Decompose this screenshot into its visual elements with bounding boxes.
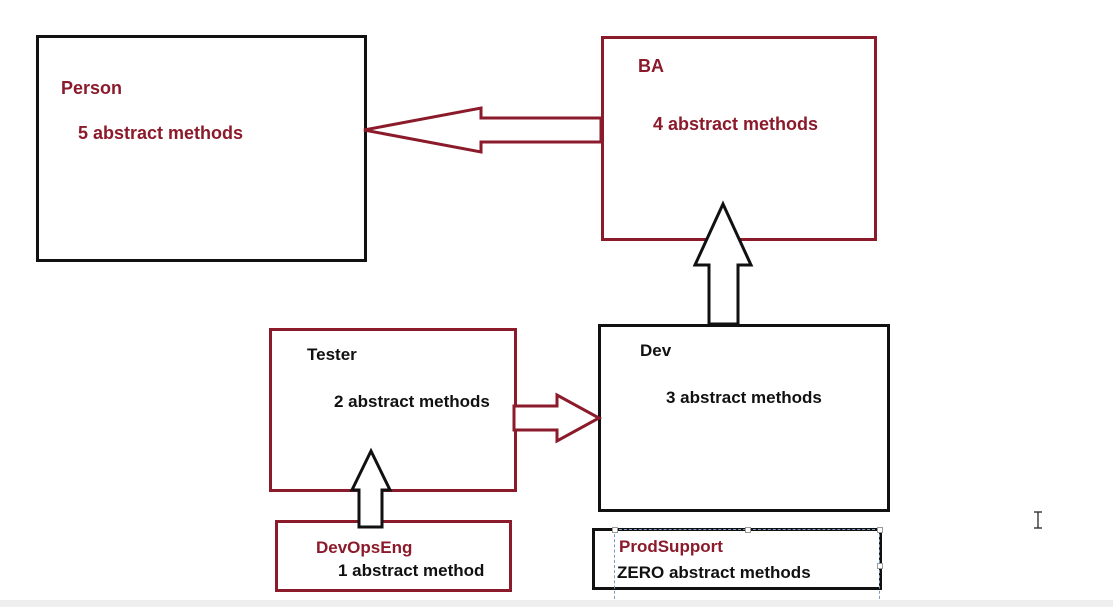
arrow-tester-to-dev-icon (512, 392, 603, 444)
selection-handle-top-middle[interactable] (745, 527, 751, 533)
devopseng-class-box[interactable] (275, 520, 512, 592)
selection-handle-top-right[interactable] (877, 527, 883, 533)
dev-methods-count: 3 abstract methods (666, 388, 822, 407)
selection-handle-middle-right[interactable] (877, 563, 883, 569)
text-cursor-icon (1034, 511, 1042, 529)
arrow-ba-to-person-icon (363, 106, 603, 154)
devopseng-methods-count: 1 abstract method (338, 561, 485, 580)
devopseng-class-name: DevOpsEng (316, 538, 413, 557)
person-methods-count: 5 abstract methods (78, 123, 244, 143)
tester-class-name: Tester (307, 345, 357, 364)
person-class-box[interactable] (36, 35, 367, 262)
dev-class-name: Dev (640, 341, 672, 360)
prodsupport-class-name: ProdSupport (619, 537, 723, 556)
ba-methods-count: 4 abstract methods (653, 114, 819, 134)
selection-handle-top-left[interactable] (612, 527, 618, 533)
person-class-name: Person (61, 78, 123, 98)
tester-methods-count: 2 abstract methods (334, 392, 490, 411)
arrow-devopseng-to-tester-icon (349, 447, 393, 529)
bottom-scroll-strip (0, 600, 1113, 607)
prodsupport-methods-count: ZERO abstract methods (617, 563, 811, 582)
arrow-dev-to-ba-icon (692, 200, 754, 326)
ba-class-name: BA (638, 56, 664, 76)
